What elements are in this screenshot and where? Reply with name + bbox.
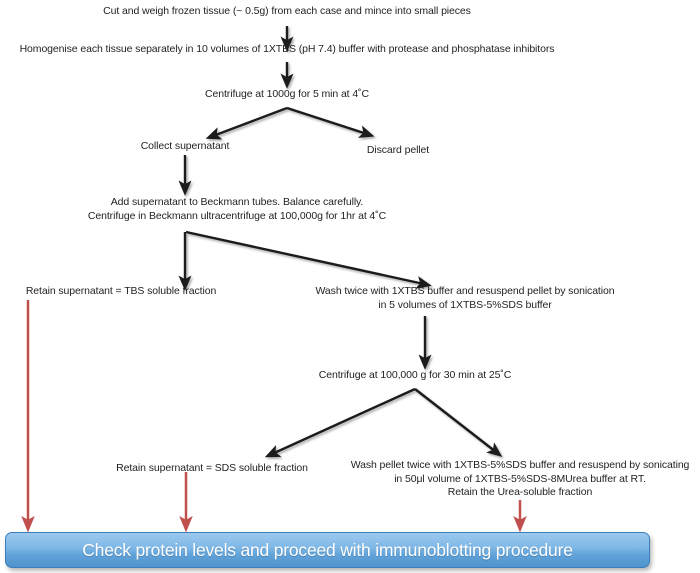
arrow-branch-urea-fraction [414, 388, 503, 457]
step-centrifuge-1000g: Centrifuge at 1000g for 5 min at 4˚C [205, 88, 369, 100]
step-sds-fraction: Retain supernatant = SDS soluble fractio… [116, 462, 308, 474]
step-discard-pellet: Discard pellet [366, 144, 430, 156]
arrow-branch-collect-supernatant [205, 106, 288, 140]
step-wash-pellet-urea: Wash pellet twice with 1XTBS-5%SDS buffe… [350, 459, 690, 498]
terminal-step-immunoblotting[interactable]: Check protein levels and proceed with im… [5, 532, 650, 568]
step-homogenise: Homogenise each tissue separately in 10 … [19, 43, 555, 55]
step-tbs-fraction: Retain supernatant = TBS soluble fractio… [25, 285, 217, 297]
arrow-beckmann-to-wash-twice [185, 230, 432, 289]
step-wash-twice-tbs: Wash twice with 1XTBS buffer and resuspe… [315, 285, 615, 311]
arrow-branch-discard-pellet [286, 106, 375, 138]
step-cut-weigh: Cut and weigh frozen tissue (~ 0.5g) fro… [103, 5, 471, 17]
arrow-branch-sds-fraction [264, 387, 416, 458]
step-collect-supernatant: Collect supernatant [140, 140, 230, 152]
terminal-step-label: Check protein levels and proceed with im… [82, 539, 573, 560]
step-centrifuge-100000g: Centrifuge at 100,000 g for 30 min at 25… [318, 369, 512, 381]
step-beckmann: Add supernatant to Beckmann tubes. Balan… [87, 196, 387, 222]
